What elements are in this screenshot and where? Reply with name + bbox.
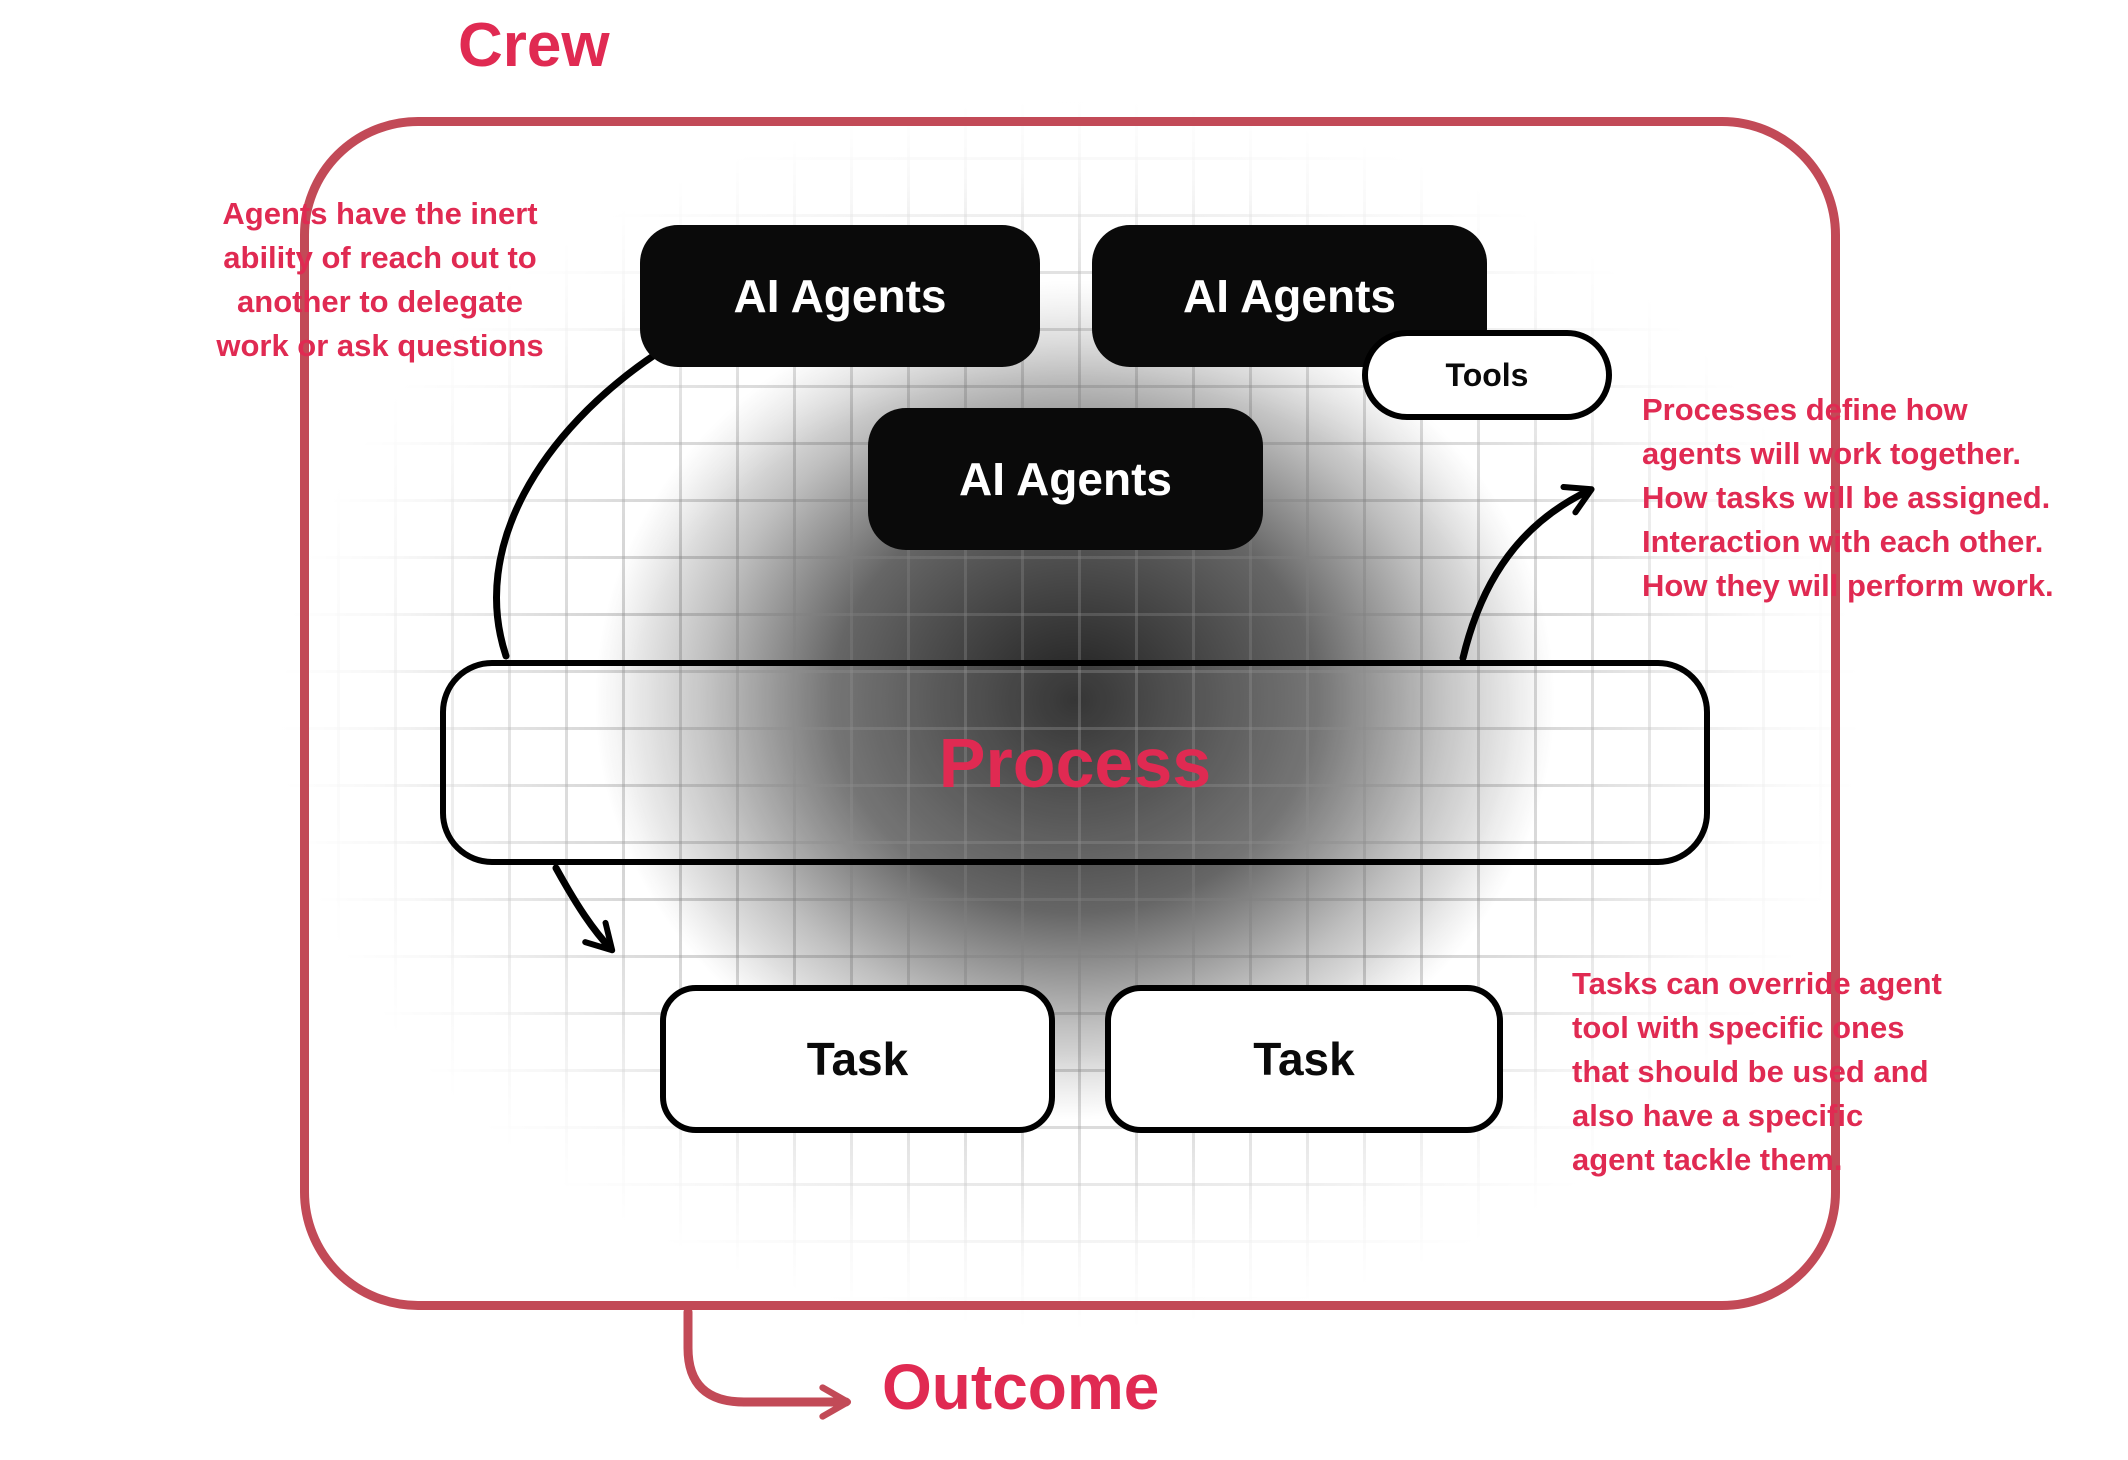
outcome-title: Outcome xyxy=(882,1351,1160,1423)
crew-boundary xyxy=(300,117,1840,1310)
process-node: Process xyxy=(440,660,1710,865)
ai-agents-node-center: AI Agents xyxy=(868,408,1263,550)
process-annotation: Processes define how agents will work to… xyxy=(1642,392,2054,604)
tools-node: Tools xyxy=(1362,330,1612,420)
ai-agents-node-right: AI Agents xyxy=(1092,225,1487,367)
ai-agents-node-left: AI Agents xyxy=(640,225,1040,367)
crew-title: Crew xyxy=(458,11,610,80)
delegation-annotation: Agents have the inert ability of reach o… xyxy=(216,196,544,364)
tasks-annotation: Tasks can override agent tool with speci… xyxy=(1572,966,1942,1178)
task-node-left: Task xyxy=(660,985,1055,1133)
edge-fade-overlay xyxy=(280,100,1860,1330)
task-node-right: Task xyxy=(1105,985,1503,1133)
